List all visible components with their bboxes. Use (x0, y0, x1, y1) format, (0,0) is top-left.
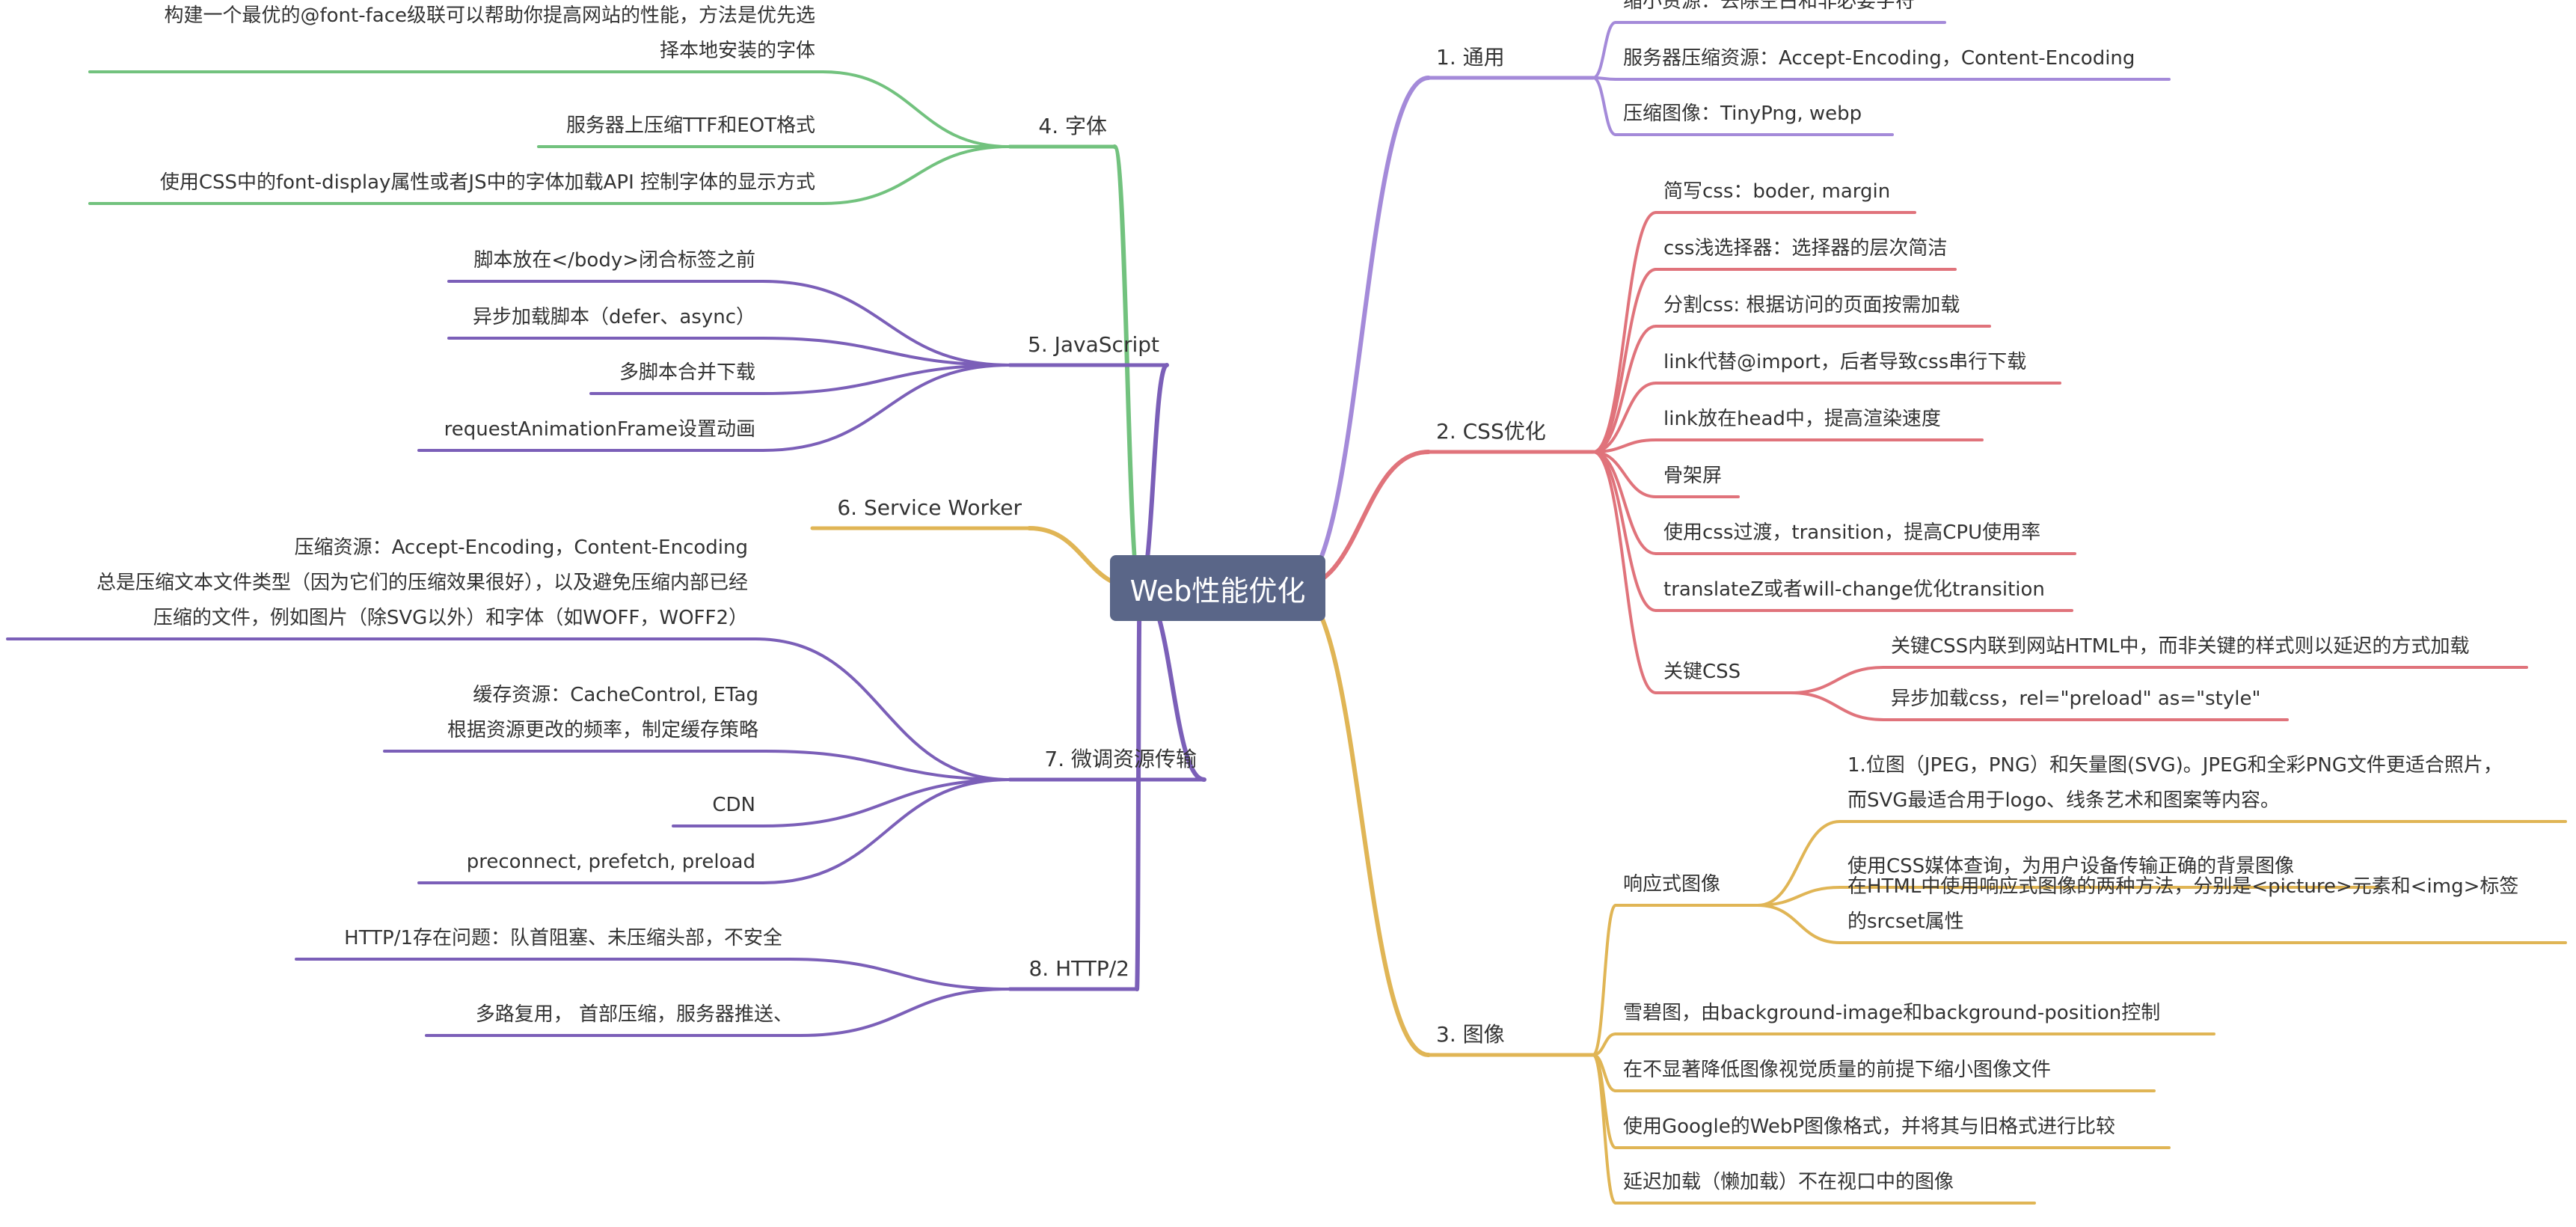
topic-node-b3c1[interactable]: 响应式图像 (1623, 873, 1721, 896)
leaf-connector-b2c2 (1592, 268, 1657, 453)
root-node[interactable]: Web性能优化 (1110, 555, 1325, 621)
leaf-connector-b2c9a (1789, 666, 1885, 694)
leaf-connector-b7c4 (761, 778, 1011, 884)
leaf-connector-b2c4 (1592, 382, 1657, 453)
topic-node-b4c3[interactable]: 使用CSS中的font-display属性或者JS中的字体加载API 控制字体的… (159, 171, 815, 194)
topic-node-b2c8[interactable]: translateZ或者will-change优化transition (1663, 578, 2045, 601)
leaf-connector-b3c5 (1592, 1053, 1617, 1205)
topic-node-b4c2[interactable]: 服务器上压缩TTF和EOT格式 (565, 114, 815, 137)
leaf-connector-b7c1 (754, 637, 1011, 781)
subtopic-node-b2c9b[interactable]: 异步加载css，rel="preload" as="style" (1891, 688, 2261, 710)
topic-node-b3c4[interactable]: 使用Google的WebP图像格式，并将其与旧格式进行比较 (1623, 1116, 2116, 1138)
leaf-connector-b5c3 (761, 364, 1011, 395)
topic-node-b1c2[interactable]: 服务器压缩资源：Accept-Encoding，Content-Encoding (1623, 47, 2135, 70)
topic-node-b5c1[interactable]: 脚本放在</body>闭合标签之前 (473, 249, 755, 272)
topic-node-b7c4[interactable]: preconnect, prefetch, preload (466, 851, 755, 873)
leaf-connector-b2c5 (1592, 438, 1657, 453)
leaf-connector-b3c1b (1756, 886, 1841, 907)
subtopic-node-b3c1b[interactable]: 使用CSS媒体查询，为用户设备传输正确的背景图像 (1847, 855, 2295, 878)
topic-node-b3c5[interactable]: 延迟加载（懒加载）不在视口中的图像 (1623, 1171, 1954, 1193)
leaf-connector-b5c4 (761, 364, 1011, 452)
topic-node-b8c2[interactable]: 多路复用， 首部压缩，服务器推送、 (475, 1003, 793, 1026)
branch-node-b2[interactable]: 2. CSS优化 (1436, 419, 1546, 444)
branch-connector-b4 (1112, 144, 1142, 590)
leaf-connector-b2c3 (1592, 325, 1657, 453)
leaf-connector-b7c2 (764, 750, 1011, 781)
leaf-connector-b5c1 (761, 280, 1011, 367)
branch-node-b1[interactable]: 1. 通用 (1436, 45, 1505, 70)
leaf-connector-b8c2 (799, 988, 1011, 1037)
branch-node-b8[interactable]: 8. HTTP/2 (1028, 956, 1129, 981)
leaf-connector-b3c1a (1756, 820, 1841, 907)
subtopic-node-b3c1c[interactable]: 在HTML中使用响应式图像的两种方法，分别是<picture>元素和<img>标… (1847, 875, 2519, 933)
topic-node-b1c3[interactable]: 压缩图像：TinyPng, webp (1623, 102, 1862, 125)
topic-node-b2c9[interactable]: 关键CSS (1663, 661, 1741, 683)
topic-node-b2c4[interactable]: link代替@import，后者导致css串行下载 (1663, 351, 2027, 373)
leaf-connector-b1c3 (1592, 76, 1617, 136)
branch-node-b6[interactable]: 6. Service Worker (837, 495, 1022, 520)
leaf-connector-b4c1 (821, 70, 1011, 148)
topic-node-b2c3[interactable]: 分割css: 根据访问的页面按需加载 (1663, 294, 1960, 316)
topic-node-b2c7[interactable]: 使用css过渡，transition，提高CPU使用率 (1663, 521, 2041, 544)
leaf-connector-b7c3 (761, 778, 1011, 827)
branch-connector-b3 (1293, 586, 1431, 1057)
branch-connector-b8 (1135, 586, 1142, 991)
topic-node-b7c3[interactable]: CDN (712, 794, 755, 816)
topic-node-b5c3[interactable]: 多脚本合并下载 (619, 361, 755, 384)
topic-node-b2c5[interactable]: link放在head中，提高渲染速度 (1663, 408, 1941, 430)
subtopic-node-b2c9a[interactable]: 关键CSS内联到网站HTML中，而非关键的样式则以延迟的方式加载 (1891, 635, 2470, 658)
leaf-connector-b4c3 (821, 145, 1011, 205)
topic-node-b8c1[interactable]: HTTP/1存在问题：队首阻塞、未压缩头部，不安全 (344, 927, 782, 949)
leaf-connector-b1c1 (1592, 21, 1617, 79)
leaf-connector-b5c2 (761, 337, 1011, 367)
branch-node-b7[interactable]: 7. 微调资源传输 (1044, 747, 1197, 771)
topic-node-b2c2[interactable]: css浅选择器：选择器的层次简洁 (1663, 237, 1948, 260)
topic-node-b3c3[interactable]: 在不显著降低图像视觉质量的前提下缩小图像文件 (1623, 1059, 2052, 1081)
topic-node-b5c2[interactable]: 异步加载脚本（defer、async） (473, 306, 755, 328)
branch-node-b3[interactable]: 3. 图像 (1436, 1022, 1505, 1047)
topic-node-b2c1[interactable]: 简写css：boder, margin (1663, 180, 1891, 203)
topic-node-b3c2[interactable]: 雪碧图，由background-image和background-positio… (1623, 1002, 2161, 1024)
topic-node-b1c1[interactable]: 缩小资源：去除空白和非必要字符 (1623, 0, 1916, 13)
leaf-connector-b2c9 (1592, 450, 1657, 694)
leaf-connector-b8c1 (788, 958, 1011, 991)
leaf-connector-b2c9b (1789, 691, 1885, 721)
leaf-connector-b2c8 (1592, 450, 1657, 612)
topic-node-b4c1[interactable]: 构建一个最优的@font-face级联可以帮助你提高网站的性能，方法是优先选择本… (164, 4, 816, 62)
topic-node-b2c6[interactable]: 骨架屏 (1663, 465, 1723, 487)
subtopic-node-b3c1a[interactable]: 1.位图（JPEG，PNG）和矢量图(SVG)。JPEG和全彩PNG文件更适合照… (1847, 754, 2503, 812)
branch-node-b4[interactable]: 4. 字体 (1038, 114, 1107, 138)
branch-node-b5[interactable]: 5. JavaScript (1028, 332, 1159, 357)
leaf-connector-b3c1 (1592, 904, 1617, 1056)
branch-connector-b1 (1293, 76, 1431, 590)
topic-node-b5c4[interactable]: requestAnimationFrame设置动画 (444, 418, 755, 441)
leaf-connector-b3c1c (1756, 904, 1841, 944)
